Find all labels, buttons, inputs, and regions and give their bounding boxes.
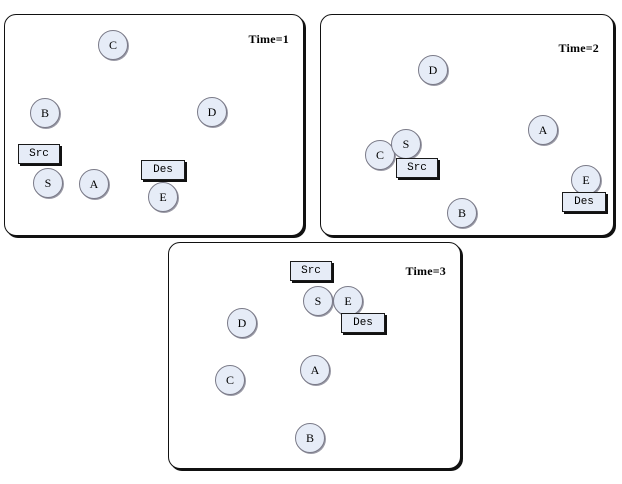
tag-src[interactable]: Src (290, 261, 332, 281)
node-label: D (237, 315, 247, 330)
node-label: A (538, 122, 548, 137)
node-s[interactable]: S (33, 168, 63, 198)
node-label: C (225, 372, 234, 387)
node-c[interactable]: C (98, 30, 128, 60)
node-label: D (207, 104, 217, 119)
panel-time-3: Time=3 Src S E Des D C A B (168, 242, 461, 469)
time-label-3: Time=3 (405, 264, 446, 278)
node-a[interactable]: A (300, 355, 330, 385)
node-a[interactable]: A (79, 169, 109, 199)
node-e[interactable]: E (148, 182, 178, 212)
tag-label: Src (29, 147, 49, 160)
node-label: E (582, 172, 590, 187)
node-c[interactable]: C (215, 365, 245, 395)
tag-label: Src (301, 264, 321, 277)
tag-des[interactable]: Des (141, 160, 185, 180)
node-b[interactable]: B (447, 198, 477, 228)
node-label: A (89, 176, 99, 191)
node-label: S (44, 175, 52, 190)
node-label: B (40, 105, 49, 120)
time-label-1: Time=1 (248, 32, 289, 46)
tag-src[interactable]: Src (18, 144, 60, 164)
node-e[interactable]: E (571, 165, 601, 195)
node-c[interactable]: C (365, 140, 395, 170)
tag-label: Des (574, 195, 594, 208)
tag-des[interactable]: Des (341, 313, 385, 333)
tag-des[interactable]: Des (562, 192, 606, 212)
node-label: B (305, 430, 314, 445)
node-b[interactable]: B (30, 98, 60, 128)
panel-time-1: Time=1 C B D Src S A Des E (4, 14, 304, 236)
node-label: D (428, 62, 438, 77)
time-label-2: Time=2 (558, 41, 599, 55)
node-d[interactable]: D (418, 55, 448, 85)
node-label: C (375, 147, 384, 162)
node-label: C (108, 37, 117, 52)
node-s[interactable]: S (303, 286, 333, 316)
node-label: E (159, 189, 167, 204)
node-d[interactable]: D (197, 97, 227, 127)
tag-label: Des (153, 163, 173, 176)
node-label: E (344, 293, 352, 308)
node-e[interactable]: E (333, 286, 363, 316)
node-s[interactable]: S (391, 129, 421, 159)
node-a[interactable]: A (528, 115, 558, 145)
node-b[interactable]: B (295, 423, 325, 453)
panel-time-2: Time=2 D A C S Src E Des B (320, 14, 614, 236)
node-label: S (314, 293, 322, 308)
node-label: B (457, 205, 466, 220)
node-label: A (310, 362, 320, 377)
tag-src[interactable]: Src (396, 158, 438, 178)
node-d[interactable]: D (227, 308, 257, 338)
tag-label: Des (353, 316, 373, 329)
tag-label: Src (407, 161, 427, 174)
node-label: S (402, 136, 410, 151)
